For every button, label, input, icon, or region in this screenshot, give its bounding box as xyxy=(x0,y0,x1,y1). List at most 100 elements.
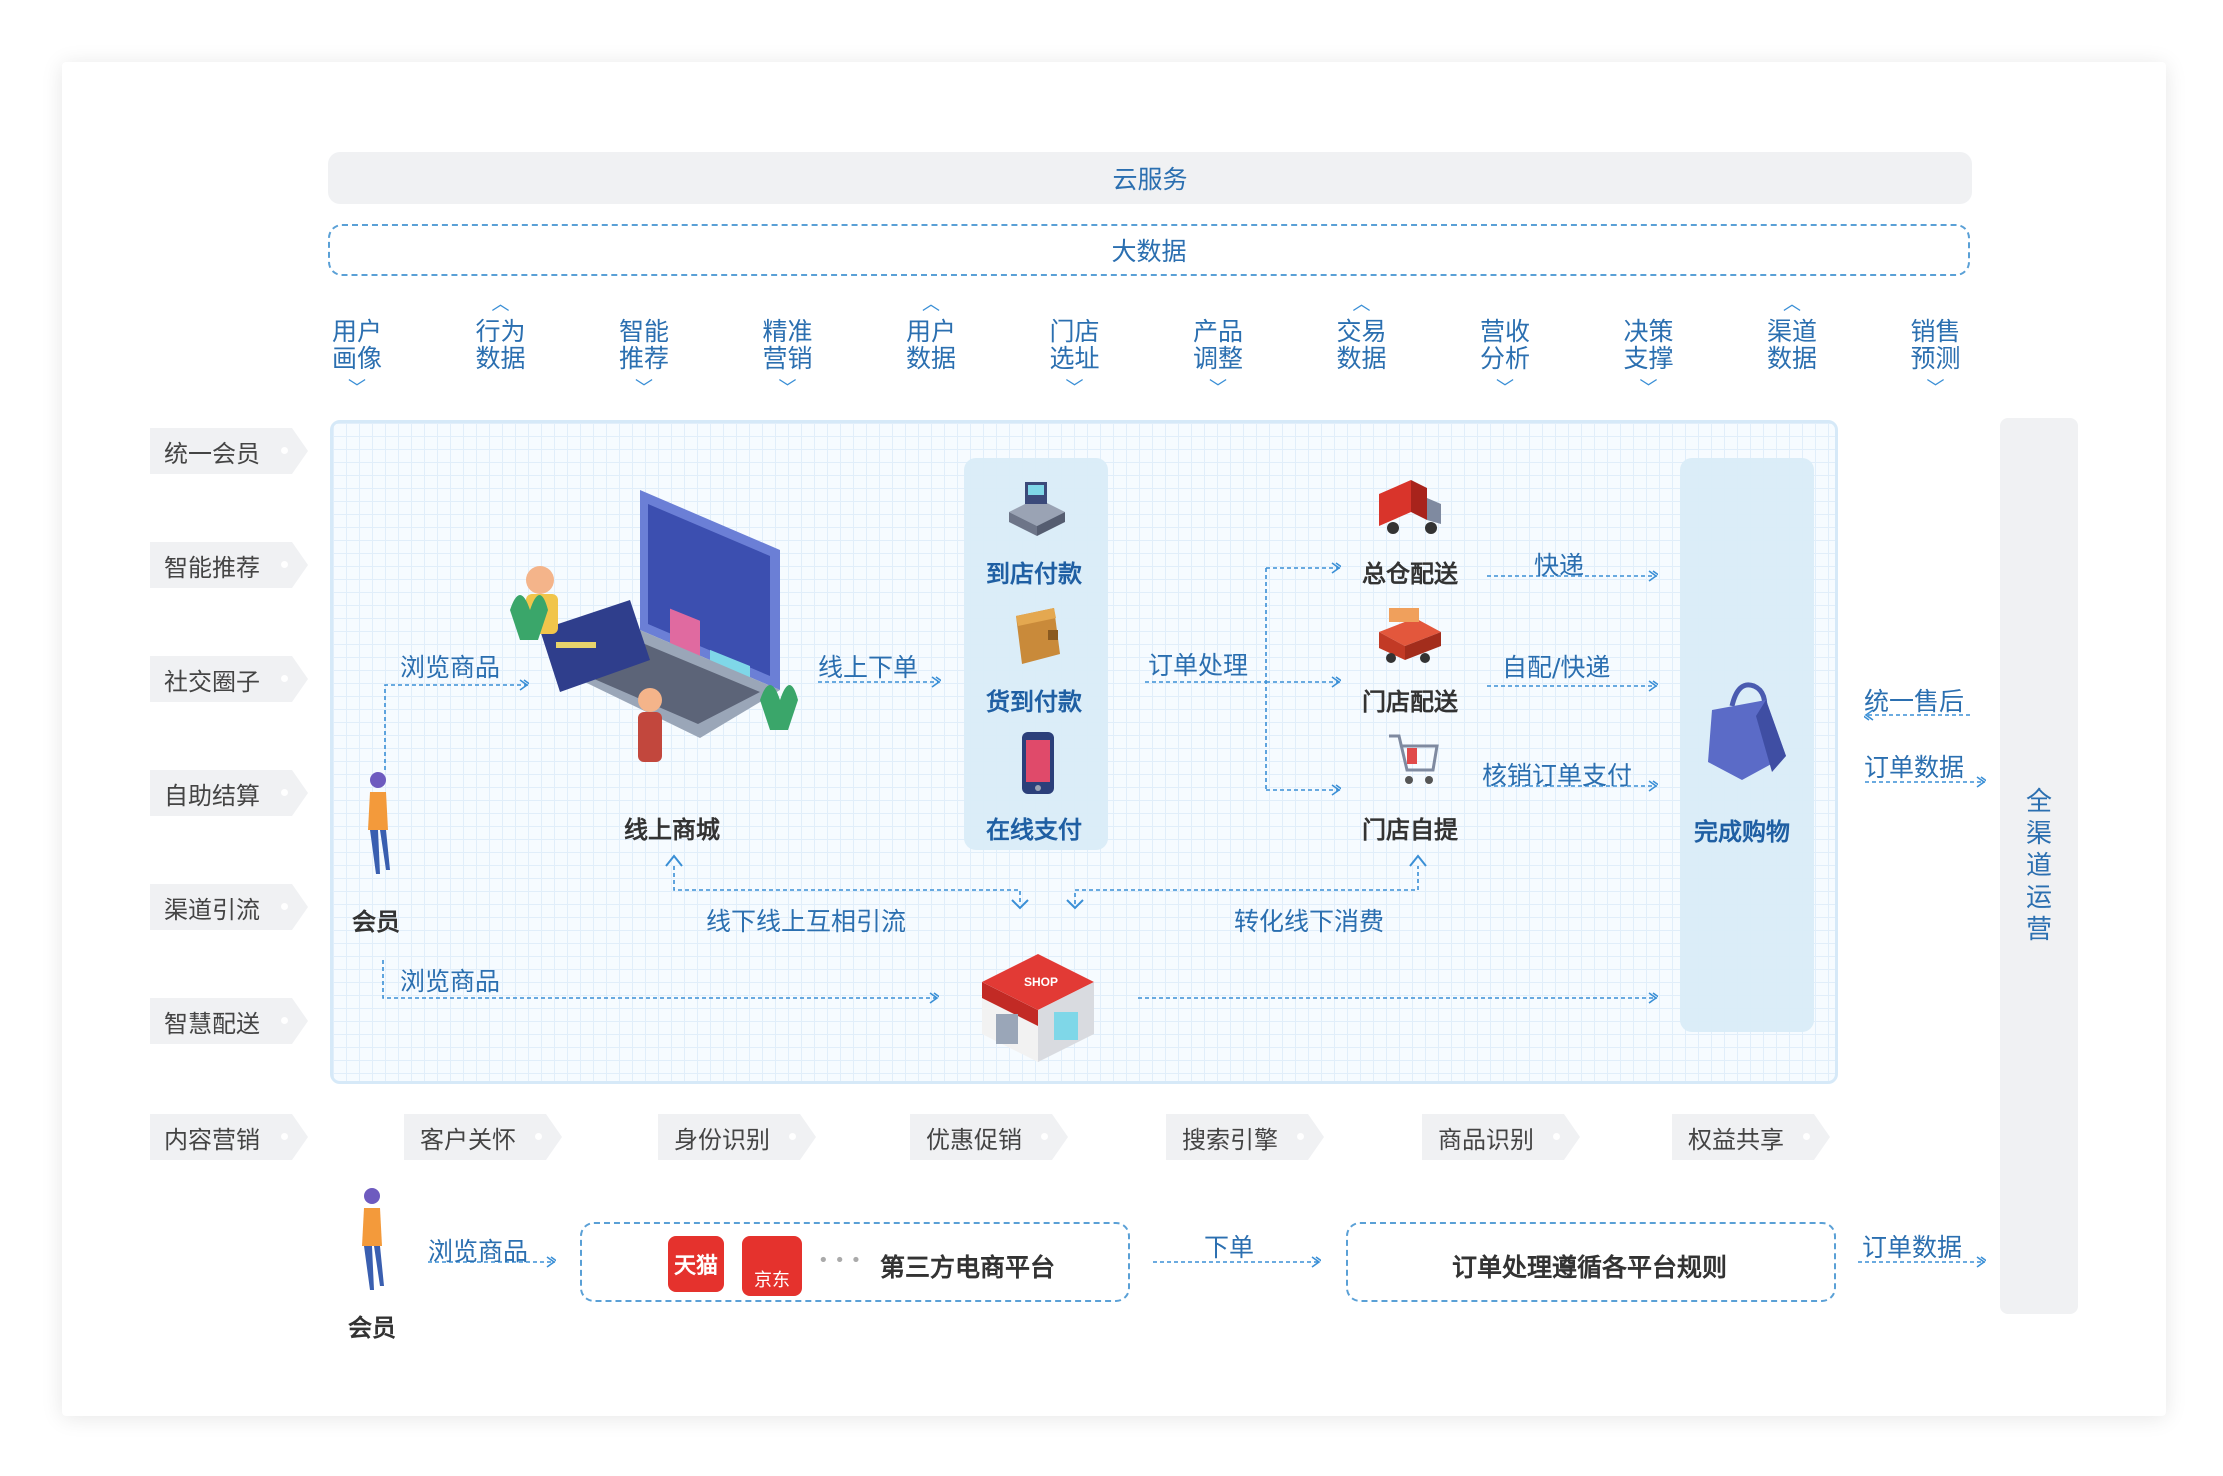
browse-goods-label: 浏览商品 xyxy=(400,653,501,682)
bottom-pill-label: 身份识别 xyxy=(674,1125,770,1154)
down-chevron-icon: ﹀ xyxy=(1639,378,1658,399)
data-caption-line: 交易 xyxy=(1336,317,1387,346)
up-chevron-icon: ︿ xyxy=(1783,294,1801,315)
left-pill-label: 统一会员 xyxy=(164,439,260,468)
data-caption: 用户画像 xyxy=(312,318,402,372)
data-caption-line: 选址 xyxy=(1049,344,1100,373)
complete-purchase-label: 完成购物 xyxy=(1694,818,1790,846)
data-caption-line: 销售 xyxy=(1910,317,1961,346)
data-caption-line: 用户 xyxy=(905,317,956,346)
phone-pay-icon xyxy=(1022,732,1054,794)
order-data-bottom-label: 订单数据 xyxy=(1862,1233,1963,1262)
up-chevron-icon xyxy=(665,854,683,867)
shopping-cart-icon xyxy=(1389,734,1439,784)
online-pay-label: 在线支付 xyxy=(986,816,1082,844)
person-icon xyxy=(368,772,390,874)
cloud-service-label: 云服务 xyxy=(1112,165,1188,194)
bottom-pill: 客户关怀 xyxy=(404,1114,562,1160)
bottom-pill-label: 权益共享 xyxy=(1688,1125,1784,1154)
data-caption-line: 决策 xyxy=(1623,317,1674,346)
omni-char: 道 xyxy=(2025,851,2052,881)
third-party-platform-box xyxy=(580,1222,1130,1302)
jd-icon: 京东 xyxy=(742,1236,802,1296)
shop-icon: SHOP xyxy=(982,954,1094,1062)
browse-goods-offline-label: 浏览商品 xyxy=(400,967,501,996)
bottom-pill-label: 搜索引擎 xyxy=(1182,1125,1278,1154)
data-caption: 精准营销 xyxy=(743,318,833,372)
pay-in-store-label: 到店付款 xyxy=(986,560,1082,588)
member-label-bottom: 会员 xyxy=(348,1314,396,1342)
pill-dot-icon xyxy=(281,561,288,568)
store-delivery-label: 门店配送 xyxy=(1362,688,1458,716)
up-chevron-icon: ︿ xyxy=(922,294,940,315)
data-caption-line: 用户 xyxy=(331,317,382,346)
data-caption: 营收分析 xyxy=(1460,318,1550,372)
up-chevron-icon xyxy=(1409,854,1427,867)
bottom-pill: 权益共享 xyxy=(1672,1114,1830,1160)
omni-channel-label: 全 渠 道 运 营 xyxy=(2000,786,2078,946)
down-chevron-icon: ﹀ xyxy=(1065,378,1084,399)
down-chevron-icon: ﹀ xyxy=(1209,378,1227,399)
warehouse-delivery-label: 总仓配送 xyxy=(1362,560,1458,588)
omni-char: 全 xyxy=(2025,787,2052,817)
mutual-drainage-label: 线下线上互相引流 xyxy=(706,907,907,936)
data-caption-line: 数据 xyxy=(905,344,956,373)
data-caption: 智能推荐 xyxy=(599,318,689,372)
data-caption-line: 产品 xyxy=(1192,317,1243,346)
online-mall-label: 线上商城 xyxy=(624,816,720,844)
down-chevron-icon: ﹀ xyxy=(1926,378,1945,399)
self-express-label: 自配/快递 xyxy=(1502,653,1611,682)
data-caption-line: 精准 xyxy=(762,317,813,346)
laptop-mall-icon xyxy=(510,490,798,762)
down-chevron-icon: ﹀ xyxy=(348,378,366,399)
platform-rules-box xyxy=(1346,1222,1836,1302)
left-pill: 智能推荐 xyxy=(150,542,308,588)
data-caption-line: 推荐 xyxy=(618,344,669,373)
omni-char: 营 xyxy=(2025,915,2052,945)
data-caption-line: 数据 xyxy=(1336,344,1387,373)
up-chevron-icon: ︿ xyxy=(1352,294,1371,315)
member-label: 会员 xyxy=(352,908,400,936)
data-caption: 决策支撑 xyxy=(1604,318,1694,372)
bottom-pill: 商品识别 xyxy=(1422,1114,1580,1160)
express-label: 快递 xyxy=(1534,551,1585,580)
bottom-pill-label: 商品识别 xyxy=(1438,1125,1534,1154)
pill-dot-icon xyxy=(281,675,288,682)
browse-goods-third-label: 浏览商品 xyxy=(428,1237,529,1266)
pill-dot-icon xyxy=(281,1133,288,1140)
pill-dot-icon xyxy=(281,1017,288,1024)
bottom-pill: 身份识别 xyxy=(658,1114,816,1160)
data-caption-line: 数据 xyxy=(475,344,526,373)
third-party-platform-label: 第三方电商平台 xyxy=(880,1253,1056,1282)
order-processing-label: 订单处理 xyxy=(1148,651,1249,680)
data-caption: 渠道数据 xyxy=(1747,318,1837,372)
omni-char: 渠 xyxy=(2025,819,2052,849)
left-pill-label: 智能推荐 xyxy=(164,553,260,582)
tmall-label: 天猫 xyxy=(673,1254,718,1279)
pill-dot-icon xyxy=(1041,1133,1048,1140)
store-pickup-label: 门店自提 xyxy=(1362,816,1458,844)
down-chevron-icon: ﹀ xyxy=(778,378,797,399)
platform-rules-label: 订单处理遵循各平台规则 xyxy=(1452,1253,1728,1282)
fire-truck-icon xyxy=(1379,608,1441,663)
pill-dot-icon xyxy=(535,1133,542,1140)
omni-channel-bar xyxy=(2000,418,2078,1314)
verify-pay-label: 核销订单支付 xyxy=(1482,761,1633,790)
bottom-pill-label: 客户关怀 xyxy=(420,1125,516,1154)
data-caption-line: 渠道 xyxy=(1766,317,1817,346)
place-order-label: 下单 xyxy=(1204,1233,1255,1262)
data-caption-line: 行为 xyxy=(475,317,526,346)
convert-offline-label: 转化线下消费 xyxy=(1234,907,1385,936)
bottom-pill-label: 优惠促销 xyxy=(926,1125,1022,1154)
pill-dot-icon xyxy=(1297,1133,1304,1140)
data-caption: 销售预测 xyxy=(1891,318,1981,372)
pill-dot-icon xyxy=(281,903,288,910)
data-caption: 门店选址 xyxy=(1030,318,1120,372)
data-caption: 产品调整 xyxy=(1173,318,1263,372)
unified-after-sales-label: 统一售后 xyxy=(1864,687,1965,716)
shopping-bag-icon xyxy=(1708,682,1786,780)
left-pill: 渠道引流 xyxy=(150,884,308,930)
cash-on-delivery-label: 货到付款 xyxy=(986,688,1082,716)
left-pill-label: 自助结算 xyxy=(164,781,260,810)
